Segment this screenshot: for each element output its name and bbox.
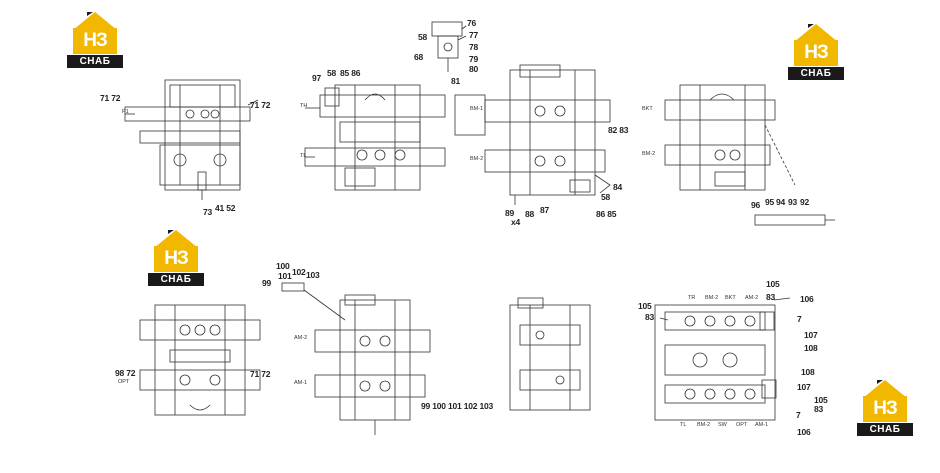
view-b-valve-body	[304, 84, 446, 191]
label-101: 101	[278, 271, 292, 281]
port-label: BKT	[725, 295, 736, 301]
label-79: 79	[469, 54, 479, 64]
label-99-100-101-102-103: 99 100 101 102 103	[421, 401, 494, 411]
label-71-72: 71 72	[250, 100, 271, 110]
view-f-valve-body	[139, 304, 261, 416]
label-41-52: 41 52	[215, 203, 236, 213]
label-106: 106	[797, 427, 811, 437]
label-89: 89	[505, 208, 515, 218]
port-label: AM-1	[294, 380, 308, 386]
port-label: OPT	[118, 379, 130, 385]
label-88: 88	[525, 209, 535, 219]
logo-nz-snab: НЗ СНАБ	[67, 8, 123, 68]
label-95: 95	[765, 197, 775, 207]
logo-caption: СНАБ	[79, 56, 111, 67]
label-105: 105	[638, 301, 652, 311]
label-58: 58	[601, 192, 611, 202]
label-99: 99	[262, 278, 272, 288]
label-77: 77	[469, 30, 479, 40]
view-h-valve-body	[509, 297, 591, 411]
logo-nz-snab: НЗ СНАБ	[788, 20, 844, 80]
view-e-valve-body	[664, 84, 835, 226]
label-81: 81	[451, 76, 461, 86]
port-label: SW	[718, 422, 727, 428]
label-76: 76	[467, 18, 477, 28]
view-d-detail	[431, 21, 467, 72]
view-a-valve-body	[124, 79, 259, 200]
label-94: 94	[776, 197, 786, 207]
port-label: TR	[688, 295, 696, 301]
port-label: AM-2	[294, 335, 308, 341]
port-label: BM-2	[470, 156, 484, 162]
port-label: BM-2	[697, 422, 711, 428]
label-108: 108	[801, 367, 815, 377]
logo-caption: СНАБ	[800, 68, 832, 79]
label-96: 96	[751, 200, 761, 210]
port-label: P1	[122, 109, 129, 115]
label-73: 73	[203, 207, 213, 217]
label-68: 68	[414, 52, 424, 62]
label-83: 83	[766, 292, 776, 302]
logo-mark: НЗ	[164, 248, 189, 269]
label-58: 58	[327, 68, 337, 78]
label-84: 84	[613, 182, 623, 192]
label-78: 78	[469, 42, 479, 52]
port-label: BM-1	[470, 106, 484, 112]
label-97: 97	[312, 73, 322, 83]
logo-caption: СНАБ	[160, 274, 192, 285]
logo-nz-snab: НЗ СНАБ	[857, 376, 913, 436]
label-92: 92	[800, 197, 810, 207]
label-105: 105	[814, 395, 828, 405]
label-80: 80	[469, 64, 479, 74]
logo-nz-snab: НЗ СНАБ	[148, 226, 204, 286]
label-93: 93	[788, 197, 798, 207]
logo-caption: СНАБ	[869, 424, 901, 435]
logo-mark: НЗ	[873, 398, 898, 419]
port-label: BKT	[642, 106, 653, 112]
port-label: AM-1	[755, 422, 769, 428]
label-82-83: 82 83	[608, 125, 629, 135]
label-86-85: 86 85	[596, 209, 617, 219]
label-98-72: 98 72	[115, 368, 136, 378]
port-label: BM-2	[642, 151, 656, 157]
label-85-86: 85 86	[340, 68, 361, 78]
port-label: TL	[680, 422, 687, 428]
label-103: 103	[306, 270, 320, 280]
view-i-valve-top	[654, 297, 791, 421]
label-83: 83	[814, 404, 824, 414]
label-108: 108	[804, 343, 818, 353]
port-label: AM-2	[745, 295, 759, 301]
label-87: 87	[540, 205, 550, 215]
label-107: 107	[804, 330, 818, 340]
label-71-72: 71 72	[100, 93, 121, 103]
logo-mark: НЗ	[83, 30, 108, 51]
port-label: TL	[300, 153, 307, 159]
label-107: 107	[797, 382, 811, 392]
logo-mark: НЗ	[804, 42, 829, 63]
view-g-valve-body	[281, 282, 431, 435]
label-7: 7	[797, 314, 802, 324]
port-label: OPT	[736, 422, 748, 428]
label-105: 105	[766, 279, 780, 289]
port-label: TH	[300, 103, 308, 109]
label-58: 58	[418, 32, 428, 42]
port-label: BM-2	[705, 295, 719, 301]
label-x4: x4	[511, 217, 521, 227]
label-106: 106	[800, 294, 814, 304]
label-71-72: 71 72	[250, 369, 271, 379]
view-c-valve-body	[454, 64, 611, 205]
label-102: 102	[292, 267, 306, 277]
label-100: 100	[276, 261, 290, 271]
label-83: 83	[645, 312, 655, 322]
label-7: 7	[796, 410, 801, 420]
